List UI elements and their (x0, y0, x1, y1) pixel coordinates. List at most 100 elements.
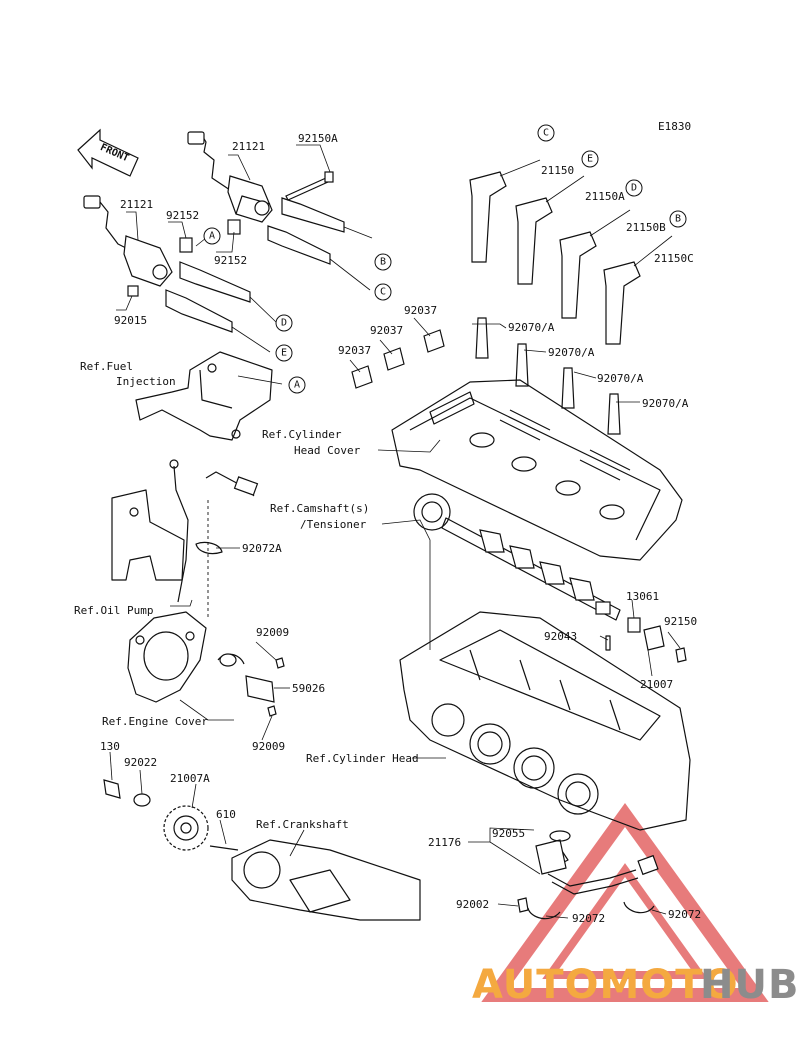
timing-rotor-21007A (163, 805, 209, 851)
dowel-92043 (605, 635, 611, 651)
watermark-triangle-logo (481, 803, 769, 1002)
label-92043: 92043 (544, 630, 577, 643)
oil-pump-pickup (111, 459, 189, 603)
part-13061 (627, 617, 641, 633)
bolt-130 (103, 779, 121, 799)
callout-c-top: C (537, 124, 555, 142)
ref-fuel-injection-1: Ref.Fuel (80, 360, 133, 373)
label-92015: 92015 (114, 314, 147, 327)
plug-cap-21150 (469, 159, 541, 263)
label-92070A-3: 92070/A (597, 372, 644, 385)
leader-lines (109, 144, 681, 919)
label-21150B: 21150B (626, 221, 666, 234)
ref-cylinder-head-cover-1: Ref.Cylinder (262, 428, 342, 441)
clamps-92037 (351, 329, 445, 389)
label-21007: 21007 (640, 678, 673, 691)
label-92072-a: 92072 (572, 912, 605, 925)
label-130: 130 (100, 740, 120, 753)
label-21150A: 21150A (585, 190, 625, 203)
label-92150A: 92150A (298, 132, 338, 145)
watermark-automoto: AUTOMOTO (472, 962, 739, 1008)
svg-text:D: D (281, 318, 287, 329)
key-610 (209, 845, 239, 851)
label-13061: 13061 (626, 590, 659, 603)
callout-a-bracket: A (288, 376, 306, 394)
label-92070A-4: 92070/A (642, 397, 689, 410)
svg-text:B: B (380, 257, 386, 268)
camshaft (413, 493, 621, 621)
bolt-92150A (285, 171, 334, 201)
ref-camshaft-2: /Tensioner (300, 518, 367, 531)
watermark-hub: HUB (700, 962, 799, 1008)
ref-crankshaft: Ref.Crankshaft (256, 818, 349, 831)
pickup-coil-tube (195, 471, 259, 620)
label-21121-left: 21121 (120, 198, 153, 211)
plug-cap-21150C (603, 235, 673, 345)
callout-e-top: E (581, 150, 599, 168)
label-21007A: 21007A (170, 772, 210, 785)
callout-a-coil: A (203, 227, 221, 245)
label-92070A-1: 92070/A (508, 321, 555, 334)
part-labels: 21121 92150A 21121 92152 92152 92015 211… (100, 132, 701, 925)
hose-assembly-21176 (517, 830, 659, 920)
callout-e-coil: E (275, 344, 293, 362)
bolt-92009-a (275, 657, 285, 669)
label-92037-c: 92037 (338, 344, 371, 357)
ignition-coil-upper (187, 131, 373, 291)
label-92009-a: 92009 (256, 626, 289, 639)
label-92070A-2: 92070/A (548, 346, 595, 359)
ref-oil-pump: Ref.Oil Pump (74, 604, 153, 617)
cylinder-head (399, 611, 691, 831)
label-92152-b: 92152 (214, 254, 247, 267)
svg-text:B: B (675, 214, 681, 225)
watermark-text: AUTOMOTO HUB (472, 962, 799, 1008)
collar-92152-b (227, 219, 241, 235)
ref-camshaft-1: Ref.Camshaft(s) (270, 502, 369, 515)
svg-text:A: A (209, 231, 215, 242)
label-21150C: 21150C (654, 252, 694, 265)
svg-text:D: D (631, 183, 637, 194)
callout-d-top: D (625, 179, 643, 197)
diagram-code: E1830 (658, 120, 691, 133)
label-610: 610 (216, 808, 236, 821)
svg-text:E: E (281, 348, 287, 359)
svg-text:C: C (543, 128, 549, 139)
label-92022: 92022 (124, 756, 157, 769)
label-92150: 92150 (664, 615, 697, 628)
bolt-92150 (675, 647, 687, 663)
ignition-coil-lower (83, 195, 277, 353)
cylinder-head-cover (391, 379, 683, 561)
label-92037-a: 92037 (404, 304, 437, 317)
label-92009-b: 92009 (252, 740, 285, 753)
callout-c-coil: C (374, 283, 392, 301)
label-21150: 21150 (541, 164, 574, 177)
callout-b-top: B (669, 210, 687, 228)
callout-b-coil: B (374, 253, 392, 271)
spark-plugs (475, 317, 621, 435)
engine-cover (127, 611, 207, 703)
plug-cap-21150B (559, 209, 631, 319)
ref-engine-cover: Ref.Engine Cover (102, 715, 208, 728)
svg-text:E: E (587, 154, 593, 165)
label-92072-b: 92072 (668, 908, 701, 921)
svg-text:A: A (294, 380, 300, 391)
ref-fuel-injection-2: Injection (116, 375, 176, 388)
label-59026: 59026 (292, 682, 325, 695)
callout-d-coil: D (275, 314, 293, 332)
label-92055: 92055 (492, 827, 525, 840)
crankshaft (231, 839, 421, 921)
plug-cap-21150A (515, 175, 585, 285)
ref-cylinder-head-cover-2: Head Cover (294, 444, 361, 457)
ref-cylinder-head: Ref.Cylinder Head (306, 752, 419, 765)
bolt-92009-b (267, 705, 277, 717)
label-21176: 21176 (428, 836, 461, 849)
front-direction-arrow: FRONT (77, 128, 139, 177)
label-92002: 92002 (456, 898, 489, 911)
collar-92152-a (179, 237, 193, 253)
label-21121-top: 21121 (232, 140, 265, 153)
label-92072A: 92072A (242, 542, 282, 555)
label-92152-a: 92152 (166, 209, 199, 222)
part-21007 (643, 625, 665, 651)
